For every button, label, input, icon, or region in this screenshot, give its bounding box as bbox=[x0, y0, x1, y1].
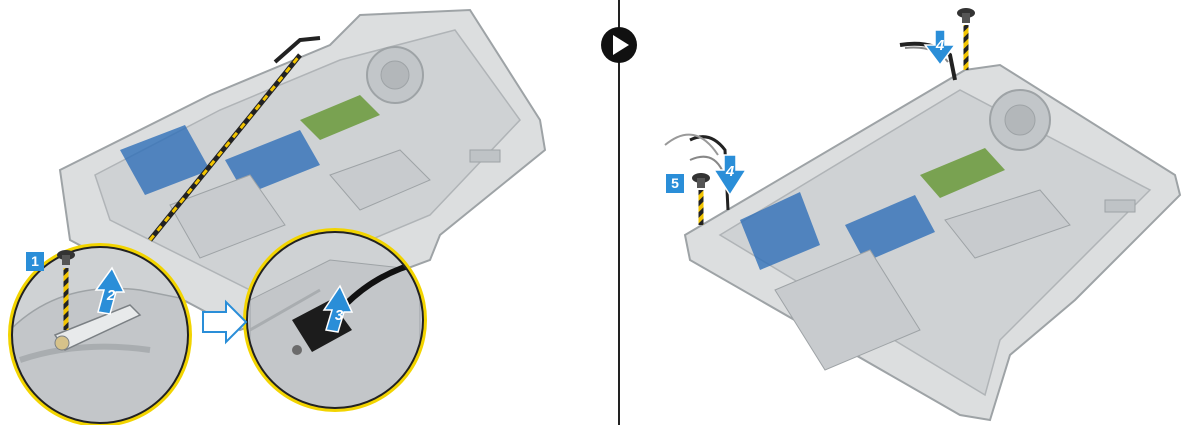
zoom-view-bracket bbox=[8, 243, 192, 427]
antenna-cable-left-right bbox=[689, 135, 730, 211]
route-arrow-4-left: 4 bbox=[712, 154, 748, 197]
system-board-left bbox=[120, 125, 210, 195]
play-icon bbox=[601, 27, 637, 63]
transition-arrow bbox=[202, 299, 248, 345]
memory-module bbox=[300, 95, 380, 140]
arrow-label-4-left: 4 bbox=[725, 163, 735, 180]
lift-arrow-3: 3 bbox=[322, 284, 354, 333]
memory-module-right bbox=[920, 148, 1005, 198]
step-badge-1: 1 bbox=[26, 252, 44, 271]
step-badge-5: 5 bbox=[666, 174, 684, 193]
right-laptop-base bbox=[683, 63, 1182, 422]
arrow-label-2: 2 bbox=[106, 287, 116, 304]
arrow-label-3: 3 bbox=[335, 307, 344, 324]
route-arrow-4-top: 4 bbox=[923, 29, 957, 67]
zoom-view-connector bbox=[243, 228, 427, 412]
left-laptop-base bbox=[58, 8, 547, 332]
screw-icon-top bbox=[957, 8, 975, 23]
screw-icon-hinge bbox=[692, 173, 710, 188]
arrow-label-4-top: 4 bbox=[935, 37, 945, 54]
screw-icon bbox=[57, 250, 75, 265]
step-label-5: 5 bbox=[671, 175, 679, 191]
step-label-1: 1 bbox=[31, 253, 39, 269]
lift-arrow-2: 2 bbox=[94, 266, 126, 315]
